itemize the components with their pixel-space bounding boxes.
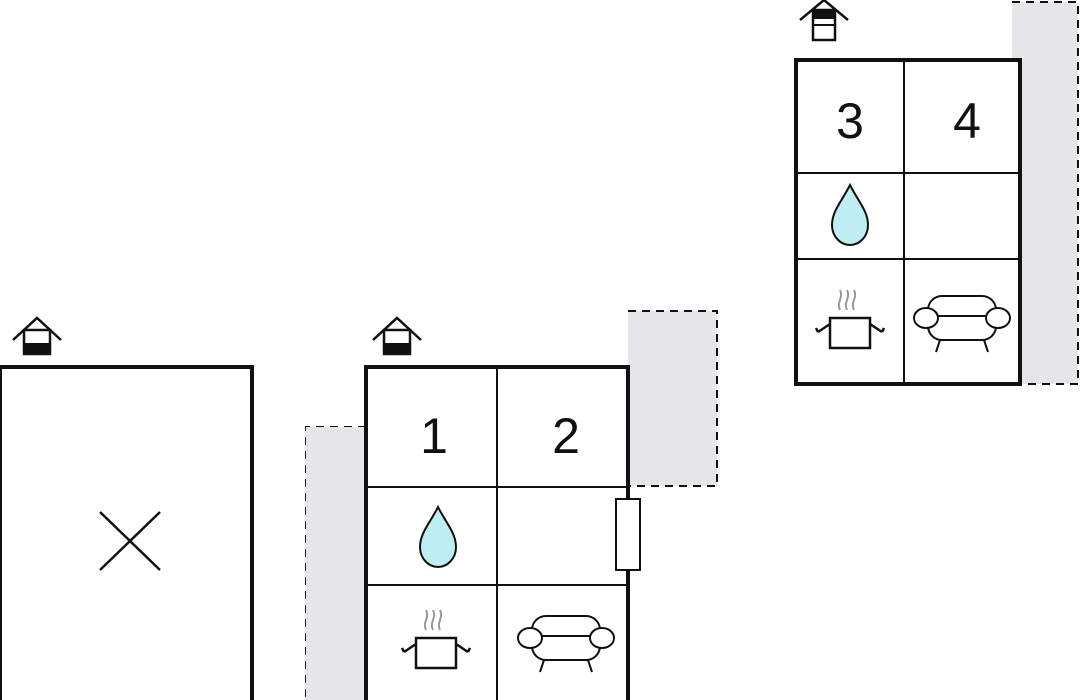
house-ground-floor-icon [371,316,423,356]
unit-c: 3 4 [794,0,1079,386]
outdoor-area-right-outline [1012,1,1079,385]
unit-a [0,316,254,700]
outdoor-area-right-outline [628,310,718,487]
house-ground-floor-icon [11,316,63,356]
x-mark-icon [99,511,161,571]
unit-a-outline [0,365,254,700]
house-upper-floor-icon [798,0,850,42]
outdoor-area-right [628,311,717,486]
room-number: 2 [552,408,580,464]
outdoor-area-left [306,427,366,700]
room-number: 1 [420,408,448,464]
room-number: 3 [836,93,864,149]
door-icon [615,498,641,571]
room-number: 4 [953,93,981,149]
unit-b: 1 2 [305,310,718,700]
outdoor-area-right [1012,2,1078,384]
